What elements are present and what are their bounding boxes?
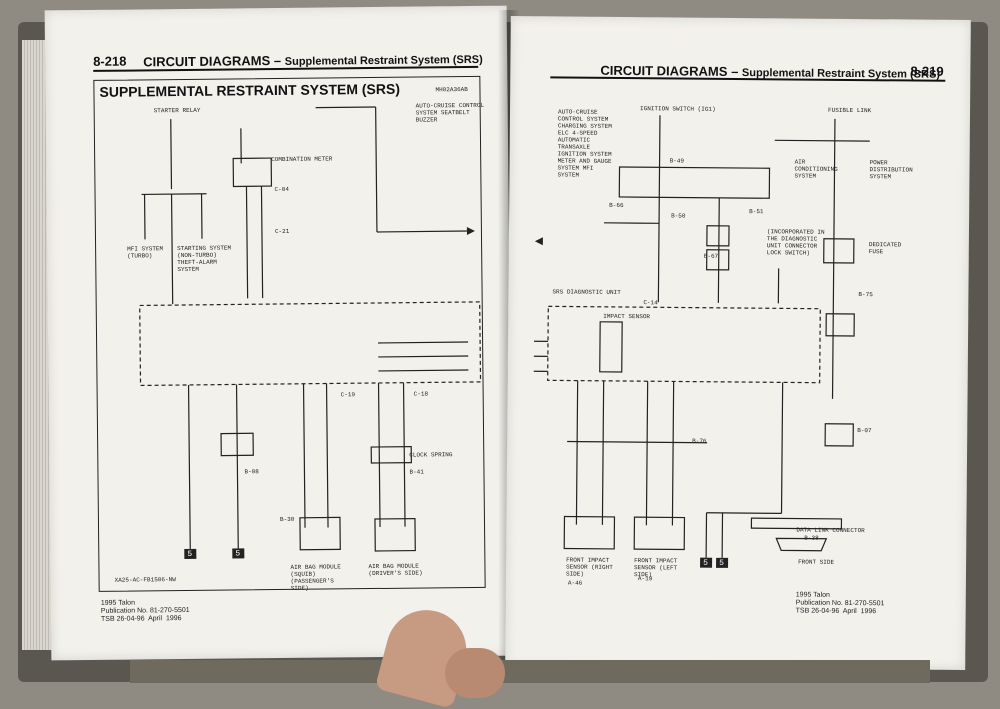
left-wiring-diagram <box>45 6 514 661</box>
right-footer-line1: 1995 Talon <box>796 592 830 599</box>
left-ground-1: 5 <box>187 550 192 559</box>
right-ground-2: 5 <box>719 559 724 568</box>
left-page: 8-218 CIRCUIT DIAGRAMS – Supplemental Re… <box>45 6 514 661</box>
hand-fingers <box>445 648 505 698</box>
left-footer-line2: Publication No. 81-270-5501 <box>101 607 190 615</box>
right-footer: 1995 Talon Publication No. 81-270-5501 T… <box>796 592 885 617</box>
right-page: CIRCUIT DIAGRAMS – Supplemental Restrain… <box>505 16 971 670</box>
left-ground-2: 5 <box>235 549 240 558</box>
left-footer-line3: TSB 26-04-96 April 1996 <box>101 615 182 623</box>
binder-edge <box>130 660 930 683</box>
right-ground-1: 5 <box>703 559 708 568</box>
left-footer: 1995 Talon Publication No. 81-270-5501 T… <box>101 599 190 624</box>
right-footer-line3: TSB 26-04-96 April 1996 <box>796 608 877 616</box>
right-wiring-diagram <box>505 16 971 670</box>
left-footer-line1: 1995 Talon <box>101 600 135 607</box>
right-footer-line2: Publication No. 81-270-5501 <box>796 600 885 608</box>
